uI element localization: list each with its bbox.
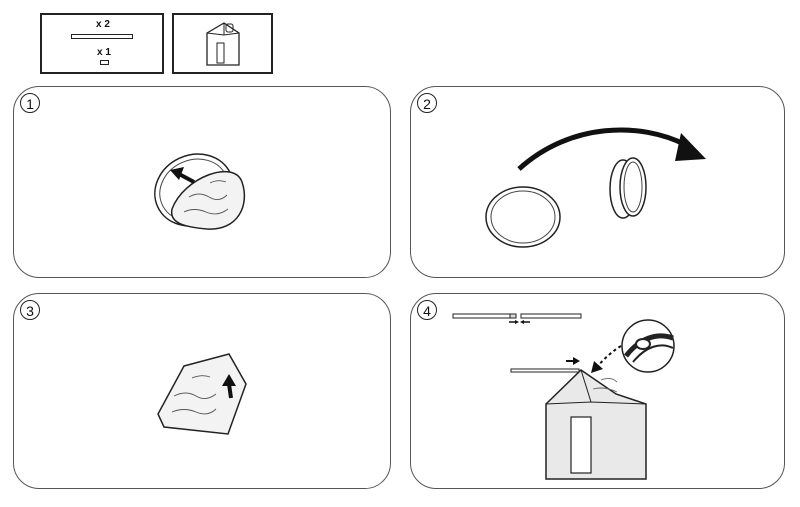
rod-part bbox=[71, 34, 133, 39]
step-4-panel: 4 bbox=[410, 293, 785, 489]
connector-part bbox=[100, 60, 109, 65]
unfold-pouch-illustration bbox=[157, 353, 247, 435]
step-number-badge: 3 bbox=[20, 300, 40, 320]
assemble-tent-illustration bbox=[452, 313, 675, 480]
step-2-panel: 2 bbox=[410, 86, 785, 278]
connector-quantity: x 1 bbox=[97, 47, 111, 58]
tent-thumbnail bbox=[206, 22, 240, 66]
step-3-panel: 3 bbox=[13, 293, 391, 489]
step-number-badge: 4 bbox=[417, 300, 437, 320]
step-1-panel: 1 bbox=[13, 86, 391, 278]
rod-quantity: x 2 bbox=[96, 19, 110, 30]
step-number-badge: 2 bbox=[417, 93, 437, 113]
tent-product-box bbox=[172, 13, 273, 74]
step-number-badge: 1 bbox=[20, 93, 40, 113]
unzip-pouch-illustration bbox=[154, 153, 246, 230]
parts-list-box: x 2 x 1 bbox=[40, 13, 164, 74]
remove-disc-illustration bbox=[485, 127, 706, 248]
